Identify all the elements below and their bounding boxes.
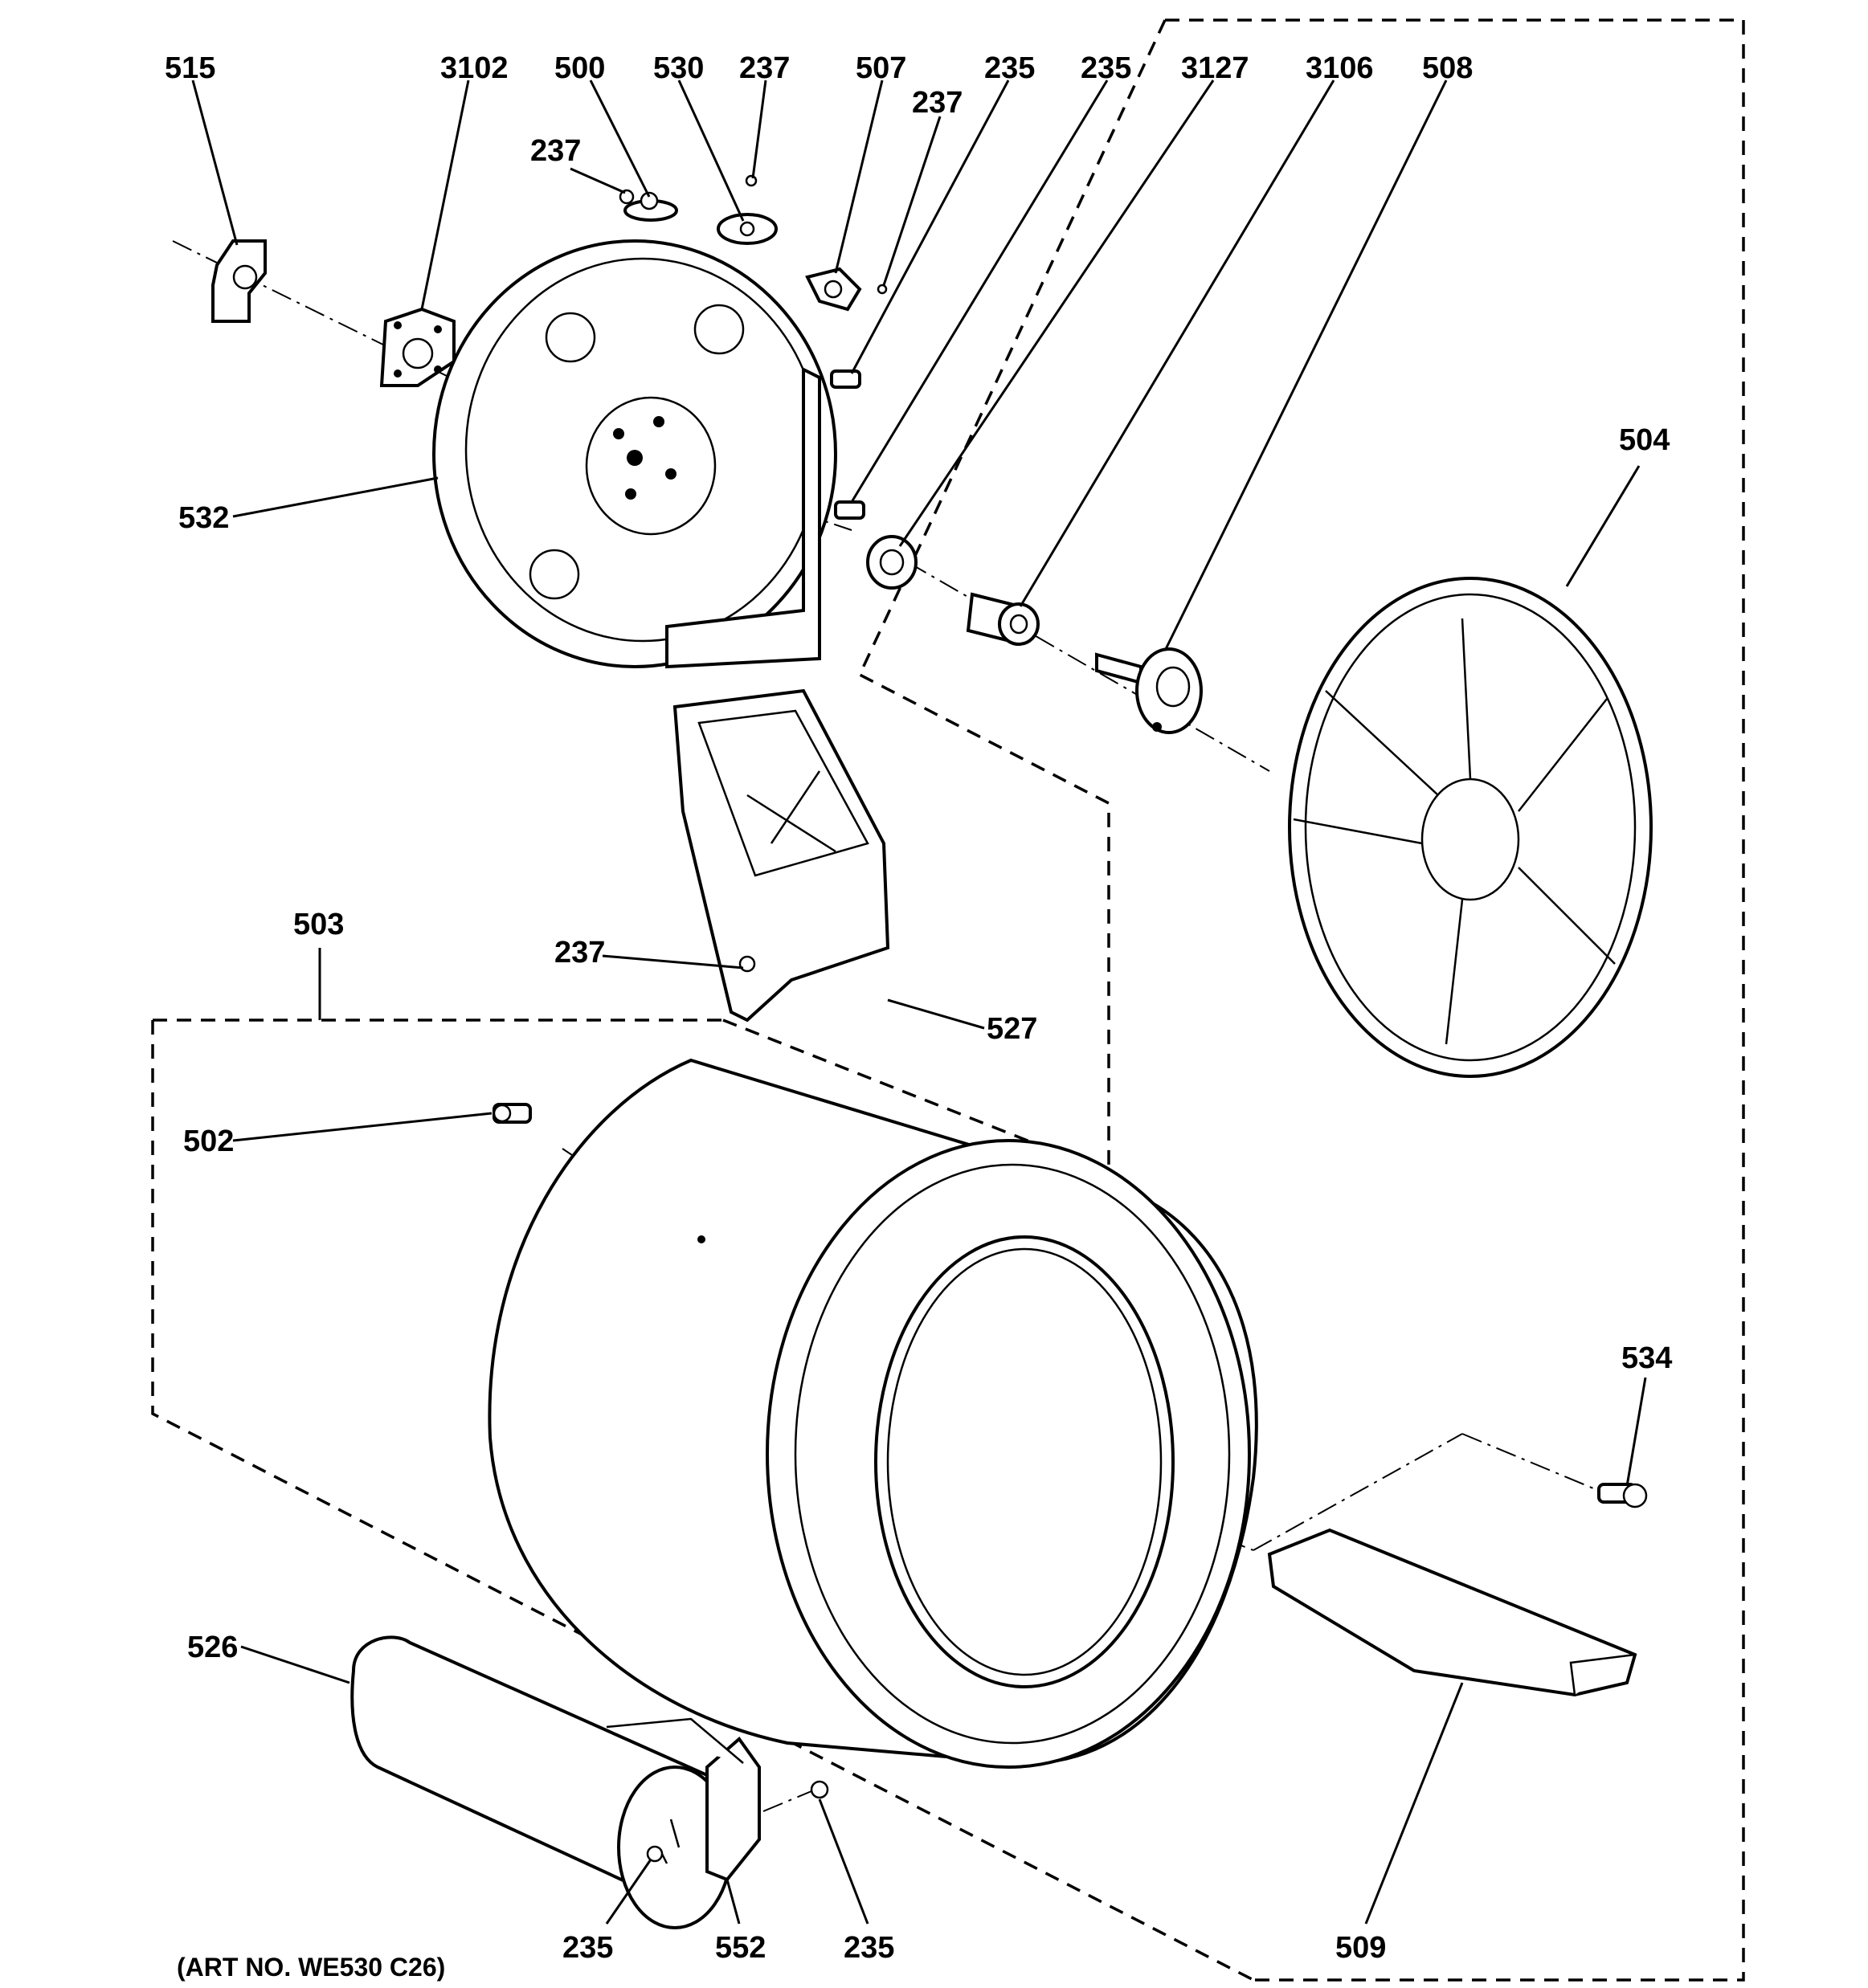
assembly-line-534b — [1461, 1433, 1608, 1495]
bearing-3106 — [966, 592, 1040, 646]
screw-235-lower — [834, 500, 865, 520]
screw-502 — [493, 1103, 532, 1124]
callout-237-top: 237 — [739, 51, 790, 85]
callout-502: 502 — [183, 1125, 234, 1158]
thermostat-500 — [623, 191, 678, 222]
bracket-552 — [606, 1717, 761, 1882]
shaft-508 — [1095, 647, 1203, 734]
screw-235-heater — [810, 1780, 829, 1799]
callout-504: 504 — [1619, 423, 1670, 457]
callout-237-duct: 237 — [554, 936, 605, 970]
group-boundary-upper — [857, 18, 1745, 1982]
screw-235-heater-end — [646, 1845, 664, 1863]
assembly-line-shaft — [907, 561, 1270, 772]
callout-3127: 3127 — [1181, 51, 1249, 85]
callout-503: 503 — [293, 908, 344, 941]
callout-526: 526 — [187, 1631, 238, 1664]
group-boundary-503 — [151, 1018, 1254, 1982]
screw-237-top-left — [619, 189, 635, 205]
rear-bulkhead-532 — [432, 239, 837, 669]
callout-235-heater: 235 — [844, 1931, 894, 1965]
duct-527 — [672, 688, 890, 1023]
leader-lines — [191, 80, 1647, 1925]
callout-235-lower: 235 — [1081, 51, 1131, 85]
callout-235-heater-end: 235 — [562, 1931, 613, 1965]
screw-237-top — [745, 174, 758, 187]
callout-237-left: 237 — [530, 134, 581, 168]
screw-235-upper — [830, 369, 861, 389]
plate-3102 — [379, 307, 456, 387]
washer-3127 — [866, 535, 918, 590]
callout-500: 500 — [554, 51, 605, 85]
assembly-line-235-heater — [762, 1790, 812, 1812]
callout-515: 515 — [165, 51, 215, 85]
drum-503 — [488, 1058, 1258, 1769]
callout-3102: 3102 — [440, 51, 509, 85]
callout-3106: 3106 — [1306, 51, 1374, 85]
screw-237-right — [877, 284, 888, 295]
callout-527: 527 — [987, 1012, 1037, 1046]
callout-508: 508 — [1422, 51, 1473, 85]
callout-534: 534 — [1621, 1341, 1672, 1375]
assembly-line-534 — [1253, 1433, 1463, 1551]
callout-235-upper: 235 — [984, 51, 1035, 85]
callout-237-right: 237 — [912, 86, 963, 120]
bracket-515 — [211, 239, 267, 323]
callout-532: 532 — [178, 501, 229, 535]
callout-530: 530 — [653, 51, 704, 85]
thermal-fuse-507 — [805, 267, 862, 312]
screw-534 — [1597, 1483, 1648, 1508]
thermistor-530 — [717, 213, 778, 245]
callout-552: 552 — [715, 1931, 766, 1965]
callout-509: 509 — [1335, 1931, 1386, 1965]
art-number: (ART NO. WE530 C26) — [177, 1953, 445, 1982]
heater-526 — [350, 1635, 733, 1929]
callout-507: 507 — [856, 51, 906, 85]
drum-rear-head-504 — [1288, 577, 1653, 1078]
slide-509 — [1267, 1528, 1637, 1697]
